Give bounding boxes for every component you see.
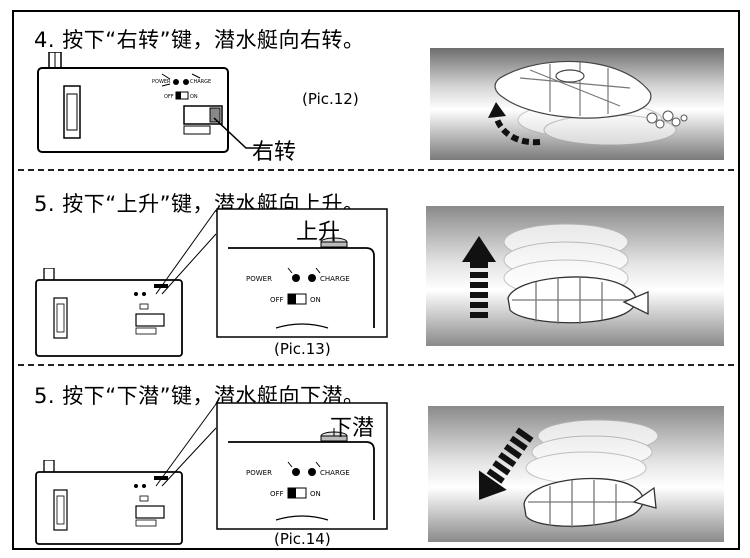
controller-closeup-inset: POWER CHARGE OFF ON [216, 402, 388, 530]
svg-text:OFF: OFF [270, 490, 284, 498]
submarine-dive-photo [428, 406, 724, 542]
section-heading: 4. 按下“右转”键，潜水艇向右转。 [34, 28, 365, 52]
section-divider [18, 169, 734, 171]
figure-caption: (Pic.12) [302, 90, 359, 108]
svg-text:CHARGE: CHARGE [190, 79, 211, 85]
section-divider [18, 364, 734, 366]
remote-controller-diagram [32, 460, 192, 548]
svg-text:CHARGE: CHARGE [320, 275, 350, 283]
callout-label: 下潜 [330, 416, 375, 441]
submarine-rise-photo [426, 206, 724, 346]
svg-text:POWER: POWER [246, 469, 272, 477]
figure-caption: (Pic.13) [274, 340, 331, 358]
section-dive: 5. 按下“下潜”键，潜水艇向下潜。 [14, 366, 738, 550]
svg-text:OFF: OFF [164, 94, 174, 100]
svg-text:ON: ON [310, 490, 321, 498]
svg-text:CHARGE: CHARGE [320, 469, 350, 477]
svg-text:OFF: OFF [270, 296, 284, 304]
svg-text:POWER: POWER [152, 79, 171, 85]
callout-label: 上升 [296, 220, 341, 245]
callout-label: 右转 [252, 140, 297, 165]
controller-closeup-inset: POWER CHARGE OFF ON [216, 208, 388, 338]
svg-text:POWER: POWER [246, 275, 272, 283]
section-turn-right: 4. 按下“右转”键，潜水艇向右转。 POWER CHARGE [14, 12, 738, 170]
zoom-lines [155, 403, 217, 487]
remote-controller-diagram [32, 268, 192, 360]
figure-caption: (Pic.14) [274, 530, 331, 548]
section-rise: 5. 按下“上升”键，潜水艇向上升。 [14, 172, 738, 364]
svg-text:ON: ON [190, 94, 198, 100]
submarine-turn-photo [430, 48, 724, 160]
remote-controller-diagram: POWER CHARGE OFF ON [34, 52, 294, 162]
instruction-page: 4. 按下“右转”键，潜水艇向右转。 POWER CHARGE [12, 10, 740, 550]
svg-text:ON: ON [310, 296, 321, 304]
zoom-lines [155, 209, 217, 295]
